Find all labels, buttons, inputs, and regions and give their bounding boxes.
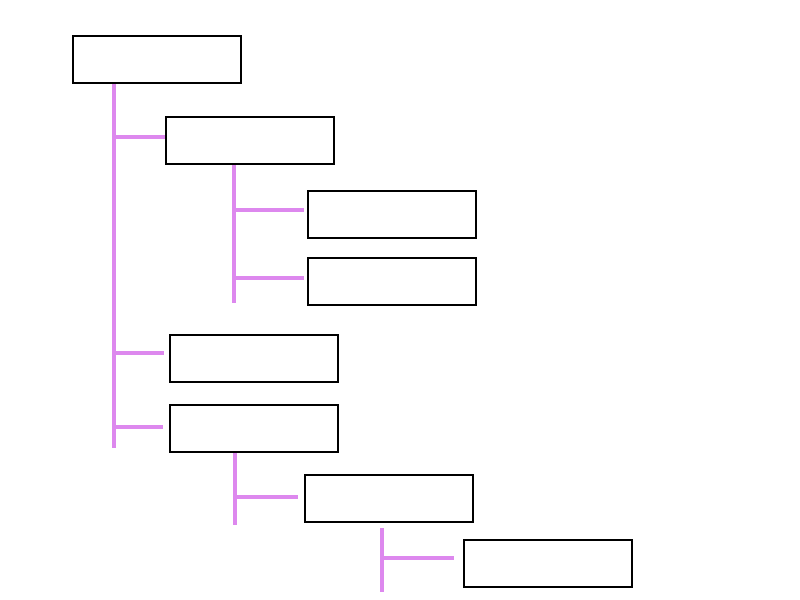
tree-node-c1 [304,474,474,523]
tree-node-a2 [307,257,477,306]
tree-node-a1 [307,190,477,239]
tree-node-c1a [463,539,633,588]
tree-node-a [165,116,335,165]
tree-node-root [72,35,242,84]
tree-node-c [169,404,339,453]
tree-node-b [169,334,339,383]
